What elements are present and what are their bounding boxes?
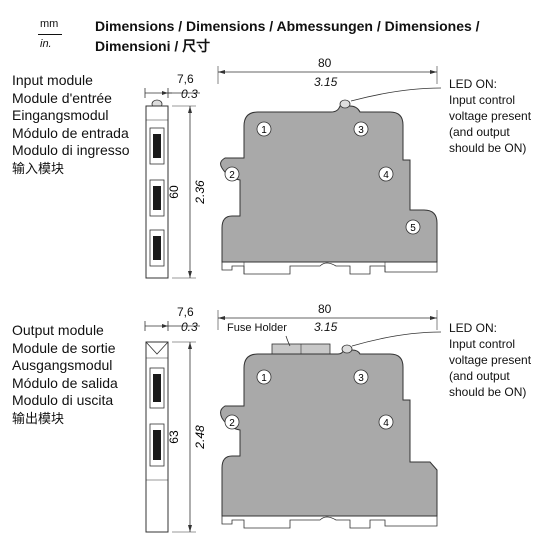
output-height-in: 2.48 bbox=[193, 425, 207, 450]
title-line-1: Dimensions / Dimensions / Abmessungen / … bbox=[95, 18, 480, 34]
input-terminal-3: 3 bbox=[358, 125, 364, 136]
input-terminal-1: 1 bbox=[261, 125, 267, 136]
output-label-fr: Module de sortie bbox=[12, 339, 116, 356]
page-title: Dimensions / Dimensions / Abmessungen / … bbox=[95, 16, 535, 56]
output-led-note-line-1: LED ON: bbox=[449, 321, 498, 335]
input-label-it: Modulo di ingresso bbox=[12, 142, 130, 158]
output-depth-mm: 80 bbox=[318, 302, 332, 316]
fuse-holder-label: Fuse Holder bbox=[227, 322, 287, 334]
output-side-view bbox=[217, 310, 442, 529]
output-terminal-2: 2 bbox=[229, 418, 235, 429]
output-terminal-1: 1 bbox=[261, 373, 267, 384]
title-line-2: Dimensioni / 尺寸 bbox=[95, 38, 211, 54]
input-height-mm: 60 bbox=[167, 185, 181, 199]
output-led-note-line-5: should be ON) bbox=[449, 385, 527, 399]
output-label-en: Output module bbox=[12, 322, 104, 338]
input-width-in: 0.3 bbox=[181, 87, 198, 101]
output-led-note-line-2: Input control bbox=[449, 337, 516, 351]
input-led-note-line-2: Input control bbox=[449, 93, 516, 107]
output-front-view bbox=[144, 321, 200, 533]
input-led-note: LED ON: Input control voltage present (a… bbox=[449, 76, 531, 156]
output-led-note-line-4: (and output bbox=[449, 369, 510, 383]
output-label-de: Ausgangsmodul bbox=[12, 357, 113, 373]
output-label-it: Modulo di uscita bbox=[12, 392, 114, 408]
input-label-de: Eingangsmodul bbox=[12, 107, 109, 123]
output-terminal-3: 3 bbox=[358, 373, 364, 384]
input-label-fr: Module d'entrée bbox=[12, 89, 112, 106]
output-label-zh: 输出模块 bbox=[12, 410, 65, 426]
units-metric: mm bbox=[40, 18, 59, 30]
output-module-labels: Output module Module de sortie Ausgangsm… bbox=[12, 322, 118, 427]
output-height-mm: 63 bbox=[167, 430, 181, 444]
output-width-mm: 7,6 bbox=[177, 305, 194, 319]
input-terminal-2: 2 bbox=[229, 170, 235, 181]
output-label-es: Módulo de salida bbox=[12, 374, 118, 391]
output-width-in: 0.3 bbox=[181, 320, 198, 334]
input-label-en: Input module bbox=[12, 72, 93, 88]
input-terminal-5: 5 bbox=[410, 223, 416, 234]
input-module-labels: Input module Module d'entrée Eingangsmod… bbox=[12, 72, 130, 177]
input-height-in: 2.36 bbox=[193, 180, 207, 205]
input-front-view bbox=[144, 88, 200, 279]
output-terminal-4: 4 bbox=[383, 418, 389, 429]
units-imperial: in. bbox=[40, 38, 52, 50]
input-label-es: Módulo de entrada bbox=[12, 124, 129, 141]
output-led-note: LED ON: Input control voltage present (a… bbox=[449, 320, 531, 400]
units-divider bbox=[38, 34, 62, 35]
input-depth-in: 3.15 bbox=[314, 75, 338, 89]
input-terminal-4: 4 bbox=[383, 170, 389, 181]
input-led-note-line-5: should be ON) bbox=[449, 141, 527, 155]
input-label-zh: 输入模块 bbox=[12, 160, 65, 176]
output-led-note-line-3: voltage present bbox=[449, 353, 532, 367]
input-depth-mm: 80 bbox=[318, 56, 332, 70]
input-side-view bbox=[217, 66, 442, 275]
input-led-note-line-4: (and output bbox=[449, 125, 510, 139]
input-width-mm: 7,6 bbox=[177, 72, 194, 86]
output-depth-in: 3.15 bbox=[314, 320, 338, 334]
input-led-note-line-1: LED ON: bbox=[449, 77, 498, 91]
input-led-note-line-3: voltage present bbox=[449, 109, 532, 123]
